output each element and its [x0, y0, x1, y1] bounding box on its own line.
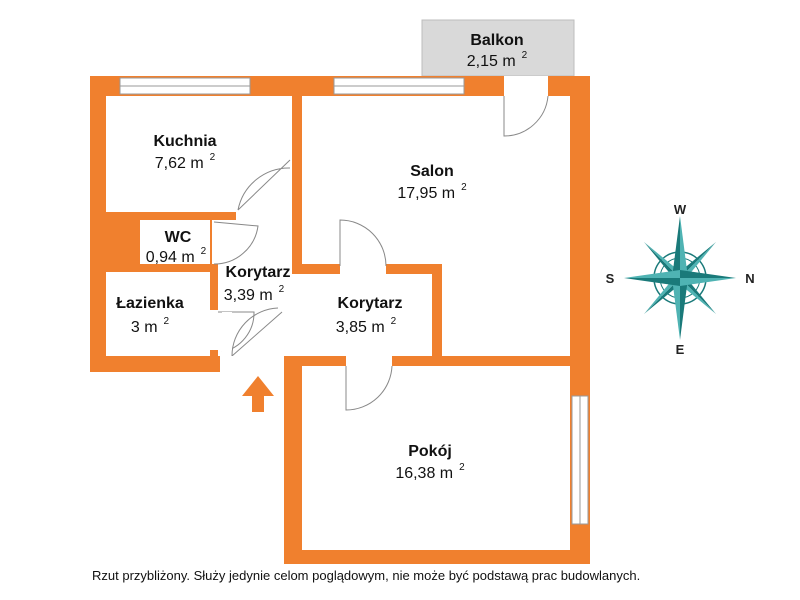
room-name-lazienka: Łazienka	[116, 295, 184, 312]
unit-sup-balkon: 2	[522, 50, 528, 61]
unit-sup-wc: 2	[201, 246, 207, 257]
room-area-korytarz-2: 3,85 m	[336, 319, 385, 336]
svg-text:2,15 m2: 2,15 m 2	[467, 50, 528, 70]
svg-text:3,39 m2: 3,39 m 2	[224, 284, 285, 304]
room-name-pokoj: Pokój	[408, 443, 452, 460]
svg-text:3 m2: 3 m 2	[131, 316, 170, 336]
room-name-kuchnia: Kuchnia	[153, 133, 216, 150]
room-area-wc: 0,94 m	[146, 249, 195, 266]
unit-sup-pokoj: 2	[459, 462, 465, 473]
svg-text:7,62 m2: 7,62 m 2	[155, 152, 216, 172]
room-name-salon: Salon	[410, 163, 454, 180]
unit-sup-salon: 2	[461, 182, 467, 193]
unit-sup-kuchnia: 2	[210, 152, 216, 163]
room-name-balkon: Balkon	[470, 32, 523, 49]
up-arrow-icon	[242, 376, 274, 412]
room-name-korytarz-1: Korytarz	[226, 264, 291, 281]
svg-text:16,38 m2: 16,38 m 2	[395, 462, 465, 482]
compass-rose-icon	[624, 216, 736, 340]
room-area-balkon: 2,15 m	[467, 53, 516, 70]
room-name-korytarz-2: Korytarz	[338, 295, 403, 312]
doors	[210, 76, 549, 411]
unit-sup-korytarz-1: 2	[279, 284, 285, 295]
room-area-pokoj: 16,38 m	[395, 465, 453, 482]
svg-text:0,94 m2: 0,94 m 2	[146, 246, 207, 266]
svg-text:3,85 m2: 3,85 m 2	[336, 316, 397, 336]
room-area-lazienka: 3 m	[131, 319, 158, 336]
room-area-korytarz-1: 3,39 m	[224, 287, 273, 304]
room-name-wc: WC	[165, 229, 192, 246]
compass-n: N	[745, 271, 754, 286]
unit-sup-korytarz-2: 2	[391, 316, 397, 327]
svg-text:17,95 m2: 17,95 m 2	[397, 182, 467, 202]
compass-e: E	[676, 342, 685, 357]
room-area-salon: 17,95 m	[397, 185, 455, 202]
balcony-area	[421, 19, 575, 77]
compass-s: S	[606, 271, 615, 286]
room-area-kuchnia: 7,62 m	[155, 155, 204, 172]
unit-sup-lazienka: 2	[164, 316, 170, 327]
compass-w: W	[674, 202, 687, 217]
disclaimer-text: Rzut przybliżony. Służy jedynie celom po…	[92, 568, 641, 583]
